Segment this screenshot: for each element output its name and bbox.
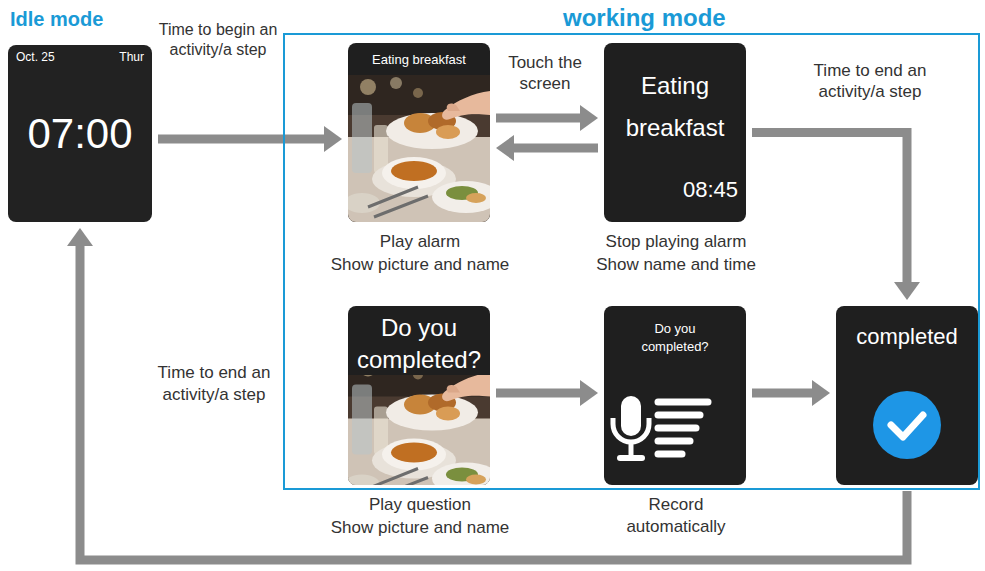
transition-note: Time to end an activity/a step	[144, 362, 284, 406]
arrow-shaft	[496, 389, 581, 398]
arrow-shaft	[496, 114, 581, 123]
arrow-head	[894, 282, 920, 300]
screen-caption: Play alarm	[315, 231, 525, 253]
arrow-shaft	[752, 133, 907, 284]
flow-arrow	[158, 126, 342, 152]
transition-label: Time to begin an activity/a step	[143, 20, 293, 60]
watch-screen-ground	[836, 306, 978, 485]
flow-arrow	[496, 380, 598, 406]
status-text: completed	[840, 324, 974, 350]
screen-caption: Show name and time	[571, 254, 781, 276]
screen-caption: Play question	[315, 494, 525, 516]
activity-name: Eating breakfast	[348, 52, 490, 68]
arrow-head	[324, 126, 342, 152]
mode-heading: working mode	[563, 5, 783, 31]
flow-arrow	[752, 133, 920, 301]
flow-arrow	[67, 228, 907, 560]
check-icon	[873, 391, 941, 459]
flow-arrow	[496, 105, 598, 131]
arrow-shaft	[513, 144, 598, 153]
arrow-head	[580, 380, 598, 406]
watch-screen-ground	[604, 43, 746, 222]
arrow-head	[496, 135, 514, 161]
breakfast-photo	[348, 75, 490, 222]
mode-heading: Idle mode	[10, 7, 130, 31]
date-text: Oct. 25	[16, 50, 86, 64]
watch-screen: completed	[836, 306, 978, 485]
arrow-head	[812, 380, 830, 406]
weekday-text: Thur	[88, 50, 144, 64]
breakfast-photo	[348, 357, 490, 486]
flow-arrow	[496, 135, 598, 161]
watch-screen: Do you completed?	[604, 306, 746, 485]
screen-caption: Stop playing alarm	[571, 231, 781, 253]
activity-time: 08:45	[654, 177, 738, 203]
activity-name: Eating breakfast	[608, 65, 742, 149]
watch-screen-ground	[8, 45, 152, 222]
screen-caption: Show picture and name	[315, 517, 525, 539]
arrow-shaft	[158, 135, 325, 144]
question-text: Do you completed?	[352, 312, 486, 376]
watch-screen-ground	[604, 306, 746, 485]
arrow-head	[580, 105, 598, 131]
transition-label: Time to end an activity/a step	[795, 60, 945, 102]
watch-screen: Do you completed?	[348, 306, 490, 485]
arrow-shaft	[752, 389, 813, 398]
flow-arrow	[752, 380, 830, 406]
microphone-icon	[613, 396, 708, 458]
arrow-head	[67, 228, 93, 246]
question-text: Do you completed?	[630, 320, 720, 356]
watch-screen: Eating breakfast	[348, 43, 490, 222]
clock-time: 07:00	[8, 109, 152, 159]
idle-screen: Idle modeOct. 25Thur07:00	[8, 45, 152, 222]
screen-caption: Show picture and name	[315, 254, 525, 276]
watch-screen: Eating breakfast 08:45	[604, 43, 746, 222]
arrow-shaft	[80, 245, 907, 560]
screen-caption: Record automatically	[616, 494, 736, 538]
transition-label: Touch the screen	[500, 52, 590, 94]
